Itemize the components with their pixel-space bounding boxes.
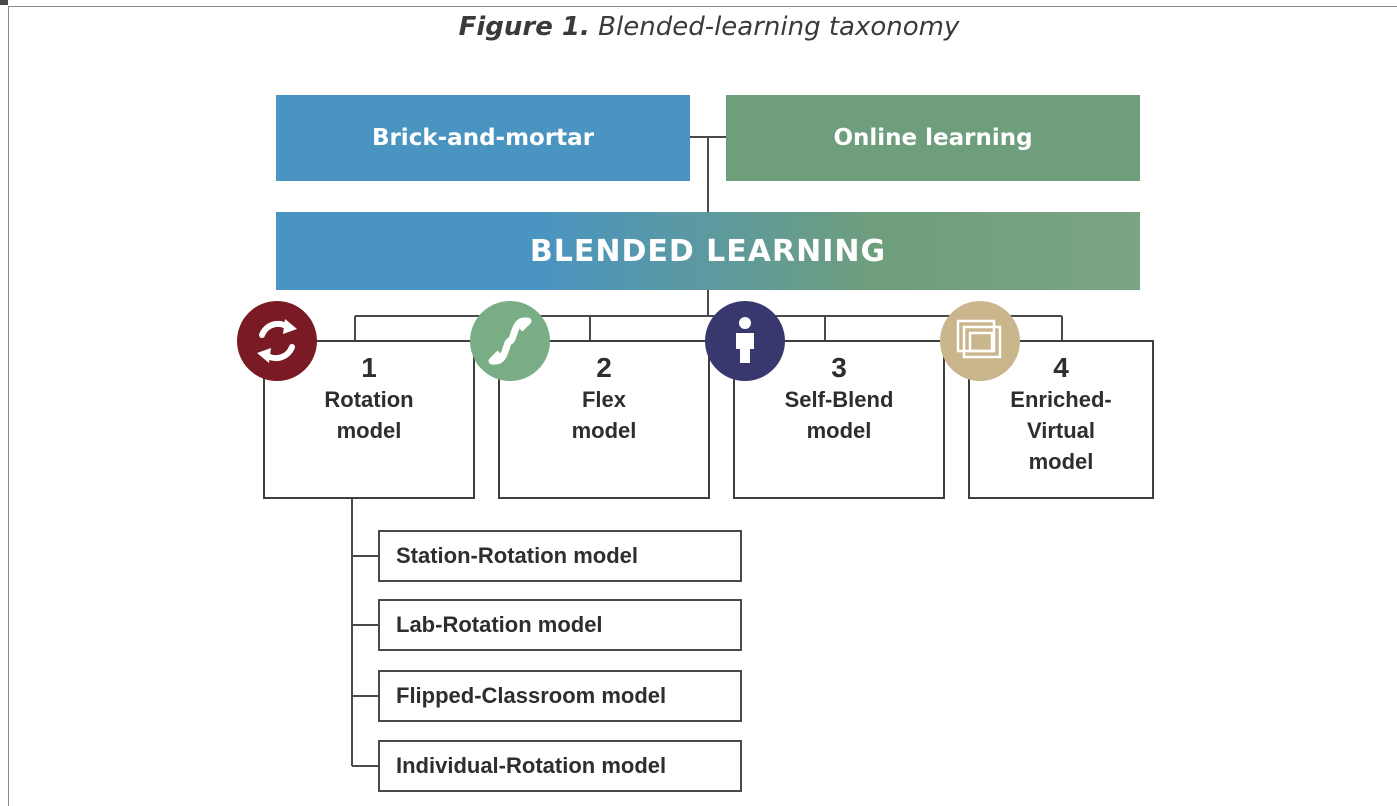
- individual-rotation-box: Individual-Rotation model: [378, 740, 742, 792]
- model-number: 3: [831, 352, 847, 383]
- layered-screens-icon: [940, 301, 1020, 381]
- station-rotation-box: Station-Rotation model: [378, 530, 742, 582]
- lab-rotation-box: Lab-Rotation model: [378, 599, 742, 651]
- flex-curve-icon: [470, 301, 550, 381]
- flipped-classroom-box: Flipped-Classroom model: [378, 670, 742, 722]
- model-number: 4: [1053, 352, 1069, 383]
- model-number: 2: [596, 352, 612, 383]
- online-learning-box: Online learning: [726, 95, 1140, 181]
- blended-learning-box: BLENDED LEARNING: [276, 212, 1140, 290]
- model-label: Enriched- Virtual model: [1010, 387, 1112, 474]
- rotation-arrows-icon: [237, 301, 317, 381]
- corner-mark: [0, 0, 8, 5]
- model-label: Flex model: [571, 387, 637, 443]
- model-number: 1: [361, 352, 377, 383]
- model-label: Self-Blend model: [784, 387, 894, 443]
- figure-title: Figure 1. Blended-learning taxonomy: [0, 12, 1397, 42]
- figure-frame: [8, 6, 1397, 806]
- figure-title-prefix: Figure 1.: [458, 12, 590, 42]
- person-icon: [705, 301, 785, 381]
- figure-title-text: Blended-learning taxonomy: [589, 12, 960, 42]
- brick-and-mortar-box: Brick-and-mortar: [276, 95, 690, 181]
- model-label: Rotation model: [324, 387, 414, 443]
- self-blend-model-box: 3 Self-Blend model: [733, 340, 945, 499]
